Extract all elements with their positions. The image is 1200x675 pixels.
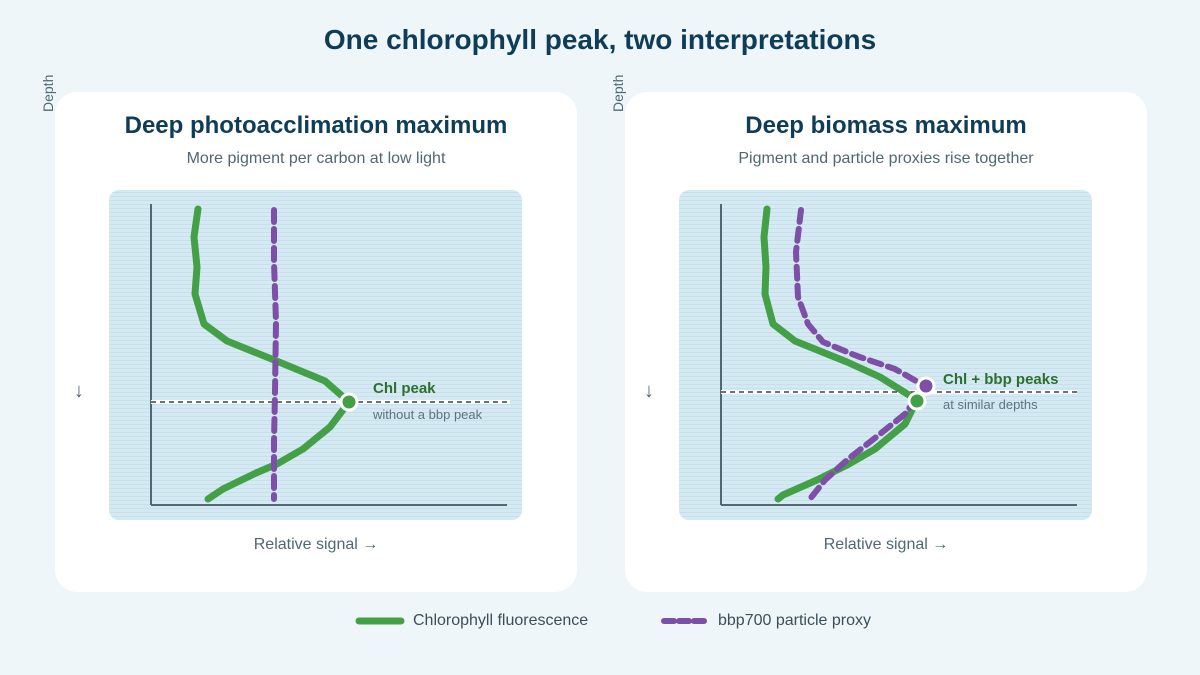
y-axis-label: Depth	[40, 74, 56, 112]
annotation-sub: at similar depths	[943, 397, 1038, 412]
panel-subtitle: Pigment and particle proxies rise togeth…	[738, 150, 1034, 167]
annotation-sub: without a bbp peak	[372, 407, 483, 422]
x-axis-label: Relative signal →	[253, 536, 379, 553]
chlorophyll-peak-marker	[907, 391, 927, 411]
x-axis-label: Relative signal →	[823, 536, 949, 553]
bbp-profile-line	[271, 207, 280, 502]
legend-item-chlorophyll: Chlorophyll fluorescence	[355, 612, 588, 630]
depth-arrow-icon: ↓	[644, 380, 654, 402]
annotation-main: Chl + bbp peaks	[943, 371, 1058, 388]
chlorophyll-profile-line	[190, 205, 353, 503]
dashed-purple-line-icon	[660, 616, 710, 626]
y-axis-label: Depth	[610, 74, 626, 112]
panel-biomass: Deep biomass maximum Pigment and particl…	[625, 92, 1147, 592]
solid-green-line-icon	[355, 616, 405, 626]
annotation-main: Chl peak	[373, 380, 436, 397]
legend-label: bbp700 particle proxy	[718, 612, 871, 629]
chlorophyll-peak-marker	[339, 392, 359, 412]
legend-item-bbp: bbp700 particle proxy	[660, 612, 871, 630]
panel-title: Deep biomass maximum	[745, 112, 1027, 139]
main-title: One chlorophyll peak, two interpretation…	[323, 24, 877, 55]
panel-subtitle: More pigment per carbon at low light	[186, 150, 446, 167]
legend-label: Chlorophyll fluorescence	[413, 612, 589, 629]
depth-arrow-icon: ↓	[74, 380, 84, 402]
profile-plot: Chl peak without a bbp peak	[109, 190, 522, 520]
plot-background	[109, 190, 522, 520]
plot-background	[679, 190, 1092, 520]
profile-plot: Chl + bbp peaks at similar depths	[679, 190, 1092, 520]
panel-title: Deep photoacclimation maximum	[124, 112, 508, 139]
bbp-profile-line	[793, 207, 928, 502]
bbp-peak-marker	[916, 376, 936, 396]
panel-photoacclimation: Deep photoacclimation maximum More pigme…	[55, 92, 577, 592]
